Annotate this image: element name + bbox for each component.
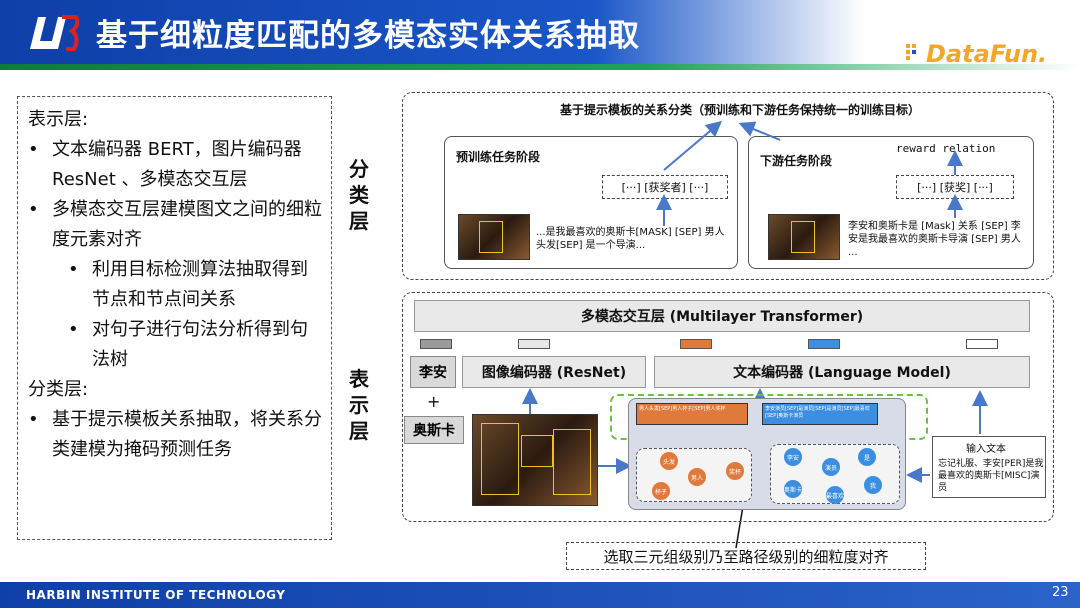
pretrain-stage-title: 预训练任务阶段 bbox=[456, 150, 541, 164]
datafun-brand: DataFun. bbox=[926, 40, 1048, 68]
node-oscar: 奥斯卡 bbox=[784, 480, 802, 498]
plus-sign: + bbox=[427, 392, 441, 411]
hit-logo-icon bbox=[30, 15, 80, 51]
reward-relation-label: reward relation bbox=[896, 142, 996, 155]
sub-bullet-detection: •利用目标检测算法抽取得到节点和节点间关系 bbox=[68, 259, 308, 310]
footer-institution: HARBIN INSTITUTE OF TECHNOLOGY bbox=[26, 588, 286, 602]
alignment-caption: 选取三元组级别乃至路径级别的细粒度对齐 bbox=[566, 542, 926, 570]
bullet-encoders: •文本编码器 BERT，图片编码器 ResNet 、多模态交互层 bbox=[28, 139, 302, 190]
sub-bullet-parsing: •对句子进行句法分析得到句法树 bbox=[68, 319, 308, 370]
label-classification-text: 分类层 bbox=[349, 157, 369, 233]
node-cup: 杯子 bbox=[652, 482, 670, 500]
token-white bbox=[966, 339, 998, 349]
entity-oscar: 奥斯卡 bbox=[404, 416, 464, 444]
input-text-body: 忘记礼服、李安[PER]是我最喜欢的奥斯卡[MISC]演员 bbox=[938, 459, 1044, 493]
node-man: 男人 bbox=[688, 468, 706, 486]
text-encoder-bar: 文本编码器 (Language Model) bbox=[654, 356, 1030, 388]
header-accent-line bbox=[0, 64, 1080, 70]
input-text-box bbox=[932, 436, 1046, 498]
representation-diagram bbox=[402, 292, 1054, 522]
bullet-alignment: •多模态交互层建模图文之间的细粒度元素对齐 bbox=[28, 199, 322, 250]
node-is: 是 bbox=[858, 448, 876, 466]
summary-panel: 表示层: •文本编码器 BERT，图片编码器 ResNet 、多模态交互层 •多… bbox=[17, 96, 332, 540]
prompt-classification-diagram bbox=[402, 92, 1054, 280]
label-representation-text: 表示层 bbox=[349, 367, 369, 443]
entity-li-an: 李安 bbox=[410, 356, 456, 388]
prompt-diagram-title: 基于提示模板的关系分类（预训练和下游任务保持统一的训练目标） bbox=[560, 103, 921, 117]
bullet-prompt: •基于提示模板关系抽取，将关系分类建模为掩码预测任务 bbox=[28, 409, 322, 460]
label-representation-layer: 表示层 bbox=[347, 366, 371, 444]
seq-image-tokens: 男人头发[SEP]男人杯子[SEP]男人奖杯 bbox=[636, 403, 748, 425]
node-me: 我 bbox=[864, 476, 882, 494]
node-favorite: 最喜欢 bbox=[826, 486, 844, 504]
node-hair: 头发 bbox=[660, 452, 678, 470]
footer-bar bbox=[0, 582, 1080, 608]
token-orange bbox=[680, 339, 712, 349]
node-li-an: 李安 bbox=[784, 448, 802, 466]
pretrain-image bbox=[458, 214, 530, 260]
page-title: 基于细粒度匹配的多模态实体关系抽取 bbox=[96, 18, 640, 54]
downstream-stage-title: 下游任务阶段 bbox=[760, 154, 833, 168]
pretrain-text: ...是我最喜欢的奥斯卡[MASK] [SEP] 男人头发[SEP] 是一个导演… bbox=[536, 227, 725, 251]
detection-image bbox=[472, 414, 598, 506]
multimodal-layer-bar: 多模态交互层 (Multilayer Transformer) bbox=[414, 300, 1030, 332]
token-lightgray bbox=[518, 339, 550, 349]
header-bar bbox=[0, 0, 1080, 66]
input-text-title: 输入文本 bbox=[966, 444, 1006, 455]
section-representation-title: 表示层: bbox=[28, 109, 89, 130]
token-gray bbox=[420, 339, 452, 349]
section-classification-title: 分类层: bbox=[28, 379, 89, 400]
page-number: 23 bbox=[1052, 585, 1069, 600]
seq-text-tokens: 李安演员[SEP]是演员[SEP]是演员[SEP]最喜欢[SEP]奥斯卡演员 bbox=[762, 403, 878, 425]
node-actor: 演员 bbox=[822, 458, 840, 476]
image-encoder-bar: 图像编码器 (ResNet) bbox=[462, 356, 646, 388]
label-classification-layer: 分类层 bbox=[347, 156, 371, 234]
datafun-logo-icon bbox=[906, 44, 916, 60]
downstream-image bbox=[768, 214, 840, 260]
downstream-text: 李安和奥斯卡是 [Mask] 关系 [SEP] 李安是我最喜欢的奥斯卡导演 [S… bbox=[848, 221, 1021, 258]
node-trophy: 奖杯 bbox=[726, 462, 744, 480]
token-blue bbox=[808, 339, 840, 349]
